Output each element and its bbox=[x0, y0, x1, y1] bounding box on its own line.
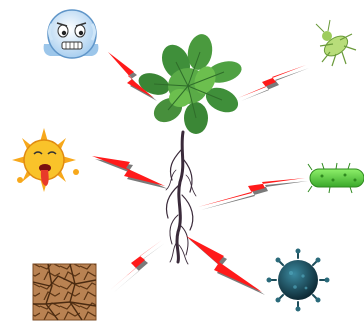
lightning-bolt-arrow-icon bbox=[92, 156, 168, 189]
sad-snowball-icon bbox=[44, 10, 99, 58]
virus-icon bbox=[267, 249, 330, 312]
lightning-bolt-arrow-icon bbox=[110, 240, 165, 293]
bacterium-icon bbox=[308, 163, 364, 193]
lightning-bolt-arrow-icon bbox=[186, 236, 265, 295]
plant-roots bbox=[166, 132, 196, 264]
arabidopsis-plant-icon bbox=[136, 32, 244, 264]
exhausted-sun-icon bbox=[12, 128, 79, 192]
plant-rosette bbox=[136, 32, 244, 134]
lightning-bolt-arrow-icon bbox=[238, 65, 309, 101]
cracked-soil-icon bbox=[33, 264, 96, 320]
aphid-insect-icon bbox=[316, 20, 356, 66]
lightning-bolt-arrow-icon bbox=[198, 178, 308, 210]
